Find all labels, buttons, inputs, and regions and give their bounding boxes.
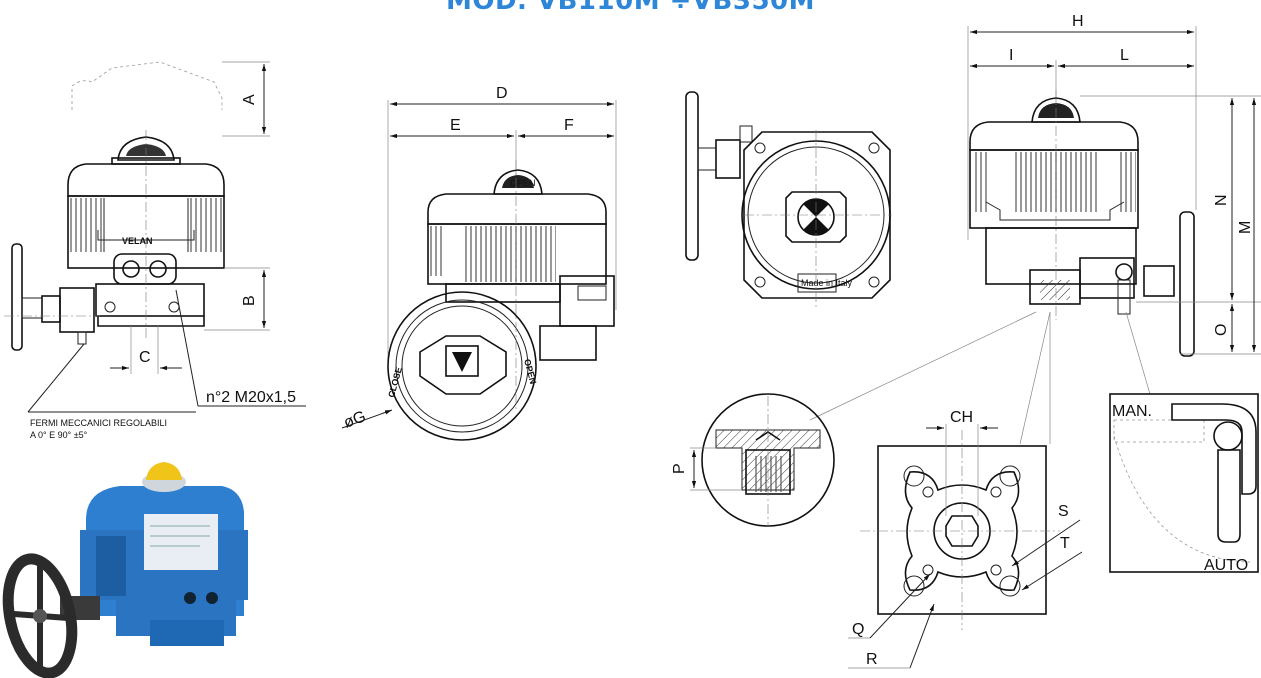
dim-label-q: Q (852, 621, 864, 638)
dim-label-p: P (671, 463, 688, 474)
auto-label: AUTO (1204, 557, 1248, 574)
dim-label-i: I (1009, 47, 1013, 64)
dim-label-m: M (1237, 221, 1254, 234)
dim-label-b: B (241, 295, 258, 306)
housing (67, 195, 225, 269)
dim-label-d: D (496, 85, 508, 102)
cover-clearance-outline (71, 61, 223, 110)
detail-flange: CH S T Q R (848, 409, 1083, 669)
thread-spec: n°2 M20x1,5 (206, 389, 296, 406)
handwheel-side (11, 243, 23, 351)
dim-label-c: C (139, 349, 151, 366)
top-view: Made in Italy (685, 91, 892, 308)
detail-lever: MAN. AUTO (1109, 393, 1259, 574)
gearbox (95, 283, 205, 317)
dim-label-a: A (241, 94, 258, 105)
dim-label-o: O (1213, 324, 1230, 336)
dim-label-h: H (1072, 13, 1084, 30)
handwheel-top (685, 91, 699, 261)
front-view: VELAN A B C n°2 M20x1,5 F (4, 61, 306, 440)
logo-v-icon (452, 352, 472, 372)
made-in-label: Made in Italy (801, 278, 853, 288)
dim-label-l: L (1120, 47, 1129, 64)
brand-mark: VELAN (122, 236, 153, 246)
stops-note-2: A 0° E 90° ±5° (30, 430, 88, 440)
stops-note-1: FERMI MECCANICI REGOLABILI (30, 418, 167, 428)
dim-label-n: N (1213, 194, 1230, 206)
detail-p: P (671, 393, 835, 527)
dim-label-e: E (450, 117, 461, 134)
dim-label-ch: CH (950, 409, 973, 426)
dim-label-g: øG (342, 408, 369, 432)
side-view: D E F OPEN CLOSE OPEN øG (342, 85, 617, 441)
dim-label-s: S (1058, 503, 1069, 520)
dim-label-f: F (564, 117, 574, 134)
dim-label-t: T (1060, 535, 1070, 552)
actuator-photo (2, 462, 248, 678)
page-title: MOD. VB110M ÷VB350M (446, 0, 815, 16)
dim-label-r: R (866, 651, 878, 668)
open-dome-label: OPEN (510, 178, 536, 188)
handwheel (387, 291, 537, 441)
right-view: H I L N M O (809, 13, 1261, 445)
cover (67, 163, 225, 197)
man-label: MAN. (1112, 403, 1152, 420)
handwheel-right (1179, 211, 1195, 357)
